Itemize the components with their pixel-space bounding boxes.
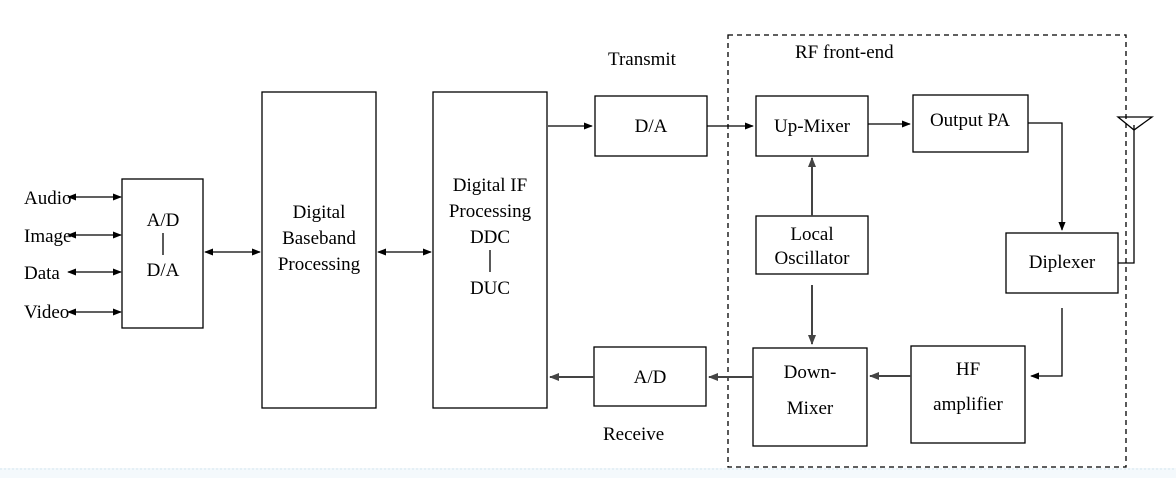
output-pa-block	[912, 94, 1029, 153]
output-pa-label: Output PA	[930, 110, 1010, 131]
ad-da-block-bottom: D/A	[147, 260, 180, 281]
rf-frontend-enclosure	[727, 34, 1127, 468]
input-label-video: Video	[24, 302, 69, 323]
rx-ad-label: A/D	[634, 367, 667, 388]
down-mixer-block	[752, 347, 868, 447]
arrow-pa-to-diplexer	[1028, 122, 1066, 231]
if-line-1: Digital IF	[453, 175, 527, 196]
baseband-line-3: Processing	[278, 254, 361, 275]
down-mixer-line-2: Mixer	[787, 398, 834, 419]
lo-line-2: Oscillator	[775, 248, 851, 269]
lo-line-1: Local	[790, 224, 833, 245]
rf-frontend-label: RF front-end	[795, 42, 894, 63]
local-oscillator-block	[755, 215, 869, 275]
wire-diplexer-to-antenna	[1118, 125, 1135, 264]
antenna-icon	[1116, 116, 1155, 131]
input-label-image: Image	[24, 226, 71, 247]
if-line-2: Processing	[449, 201, 532, 222]
background-grid-strip	[0, 468, 1176, 478]
hf-line-1: HF	[956, 359, 980, 380]
hf-amplifier-block	[910, 345, 1026, 444]
down-mixer-line-1: Down-	[784, 362, 837, 383]
tx-da-label: D/A	[635, 116, 668, 137]
if-line-3: DDC	[470, 227, 510, 248]
input-label-audio: Audio	[24, 188, 72, 209]
diplexer-label: Diplexer	[1029, 252, 1096, 273]
up-mixer-label: Up-Mixer	[774, 116, 851, 137]
hf-line-2: amplifier	[933, 394, 1003, 415]
baseband-line-1: Digital	[293, 202, 346, 223]
baseband-block	[261, 91, 377, 409]
tx-da-block	[594, 95, 708, 157]
transmit-label: Transmit	[608, 49, 677, 70]
ad-da-block-top: A/D	[147, 210, 180, 231]
arrow-diplexer-to-hf	[1030, 308, 1063, 380]
if-line-4: DUC	[470, 278, 510, 299]
baseband-line-2: Baseband	[282, 228, 356, 249]
rx-ad-block	[593, 346, 707, 407]
up-mixer-block	[755, 95, 869, 157]
input-label-data: Data	[24, 263, 60, 284]
receive-label: Receive	[603, 424, 664, 445]
